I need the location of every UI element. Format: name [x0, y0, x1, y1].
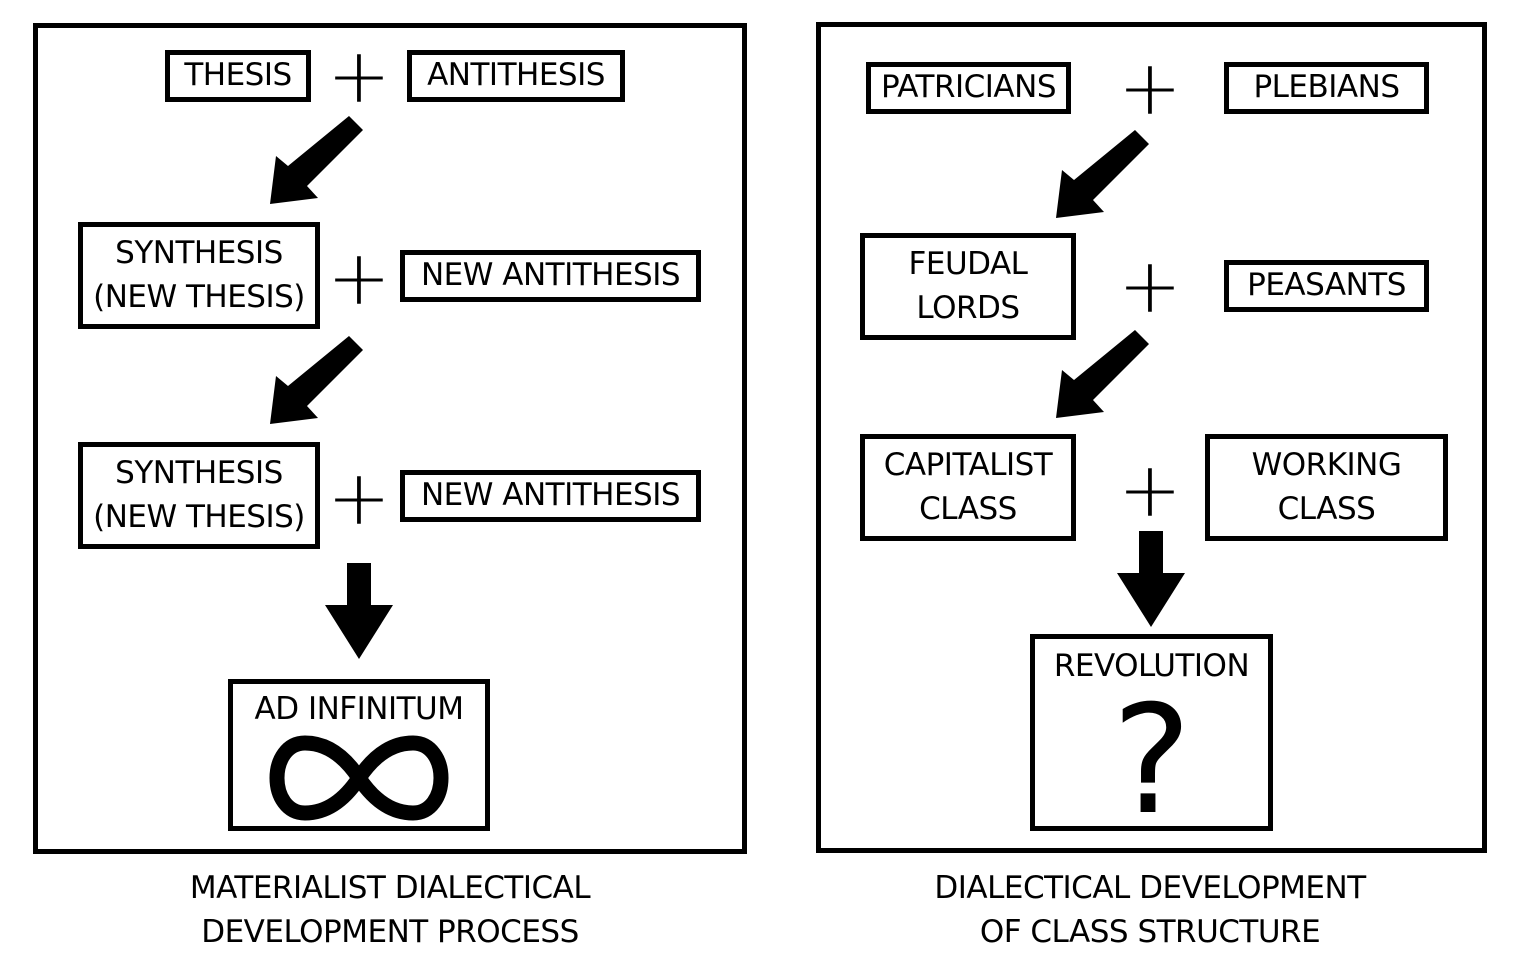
diagonal-arrow-icon: [1056, 330, 1149, 418]
diagonal-arrow-icon: [1056, 130, 1149, 218]
plus-sign: +: [327, 31, 391, 120]
new-thesis-label: (NEW THESIS): [93, 278, 305, 315]
down-arrow-icon: [325, 563, 393, 659]
patricians-label: PATRICIANS: [881, 69, 1057, 106]
right-caption: DIALECTICAL DEVELOPMENT OF CLASS STRUCTU…: [850, 866, 1450, 954]
ad-infinitum-label: AD INFINITUM: [254, 691, 464, 727]
revolution-box: REVOLUTION ?: [1030, 634, 1273, 836]
peasants-box: PEASANTS: [1224, 260, 1429, 312]
caption-line: MATERIALIST DIALECTICAL: [189, 870, 591, 906]
thesis-label: THESIS: [184, 57, 292, 94]
plus-sign: +: [327, 233, 391, 322]
diagonal-arrow-icon: [270, 336, 363, 424]
feudal-label: FEUDAL: [908, 246, 1028, 283]
thesis-box: THESIS: [165, 50, 311, 102]
diagonal-arrow-icon: [270, 116, 363, 204]
plebians-label: PLEBIANS: [1253, 69, 1400, 106]
antithesis-box: ANTITHESIS: [407, 50, 625, 102]
plus-sign: +: [327, 453, 391, 542]
ad-infinitum-box: AD INFINITUM: [228, 679, 490, 831]
lords-label: LORDS: [916, 289, 1020, 326]
working-class-box: WORKING CLASS: [1205, 434, 1448, 541]
capitalist-class-box: CAPITALIST CLASS: [860, 434, 1076, 541]
new-antithesis-label: NEW ANTITHESIS: [420, 257, 681, 294]
plus-sign: +: [1118, 445, 1182, 534]
infinity-icon: [269, 735, 449, 821]
plus-sign: +: [1118, 241, 1182, 330]
synthesis-box: SYNTHESIS (NEW THESIS): [78, 442, 320, 549]
left-caption: MATERIALIST DIALECTICAL DEVELOPMENT PROC…: [90, 866, 690, 954]
new-antithesis-label: NEW ANTITHESIS: [420, 477, 681, 514]
synthesis-label: SYNTHESIS: [115, 455, 283, 492]
caption-line: DEVELOPMENT PROCESS: [201, 914, 579, 950]
feudal-lords-box: FEUDAL LORDS: [860, 233, 1076, 340]
down-arrow-icon: [1117, 531, 1185, 627]
class-label: CLASS: [919, 490, 1017, 527]
antithesis-label: ANTITHESIS: [427, 57, 605, 94]
peasants-label: PEASANTS: [1247, 267, 1406, 304]
synthesis-box: SYNTHESIS (NEW THESIS): [78, 222, 320, 329]
capitalist-label: CAPITALIST: [883, 447, 1053, 484]
caption-line: OF CLASS STRUCTURE: [979, 914, 1321, 950]
question-mark-icon: ?: [1111, 674, 1192, 849]
patricians-box: PATRICIANS: [866, 62, 1071, 114]
new-antithesis-box: NEW ANTITHESIS: [400, 250, 701, 302]
revolution-label: REVOLUTION: [1053, 648, 1250, 684]
synthesis-label: SYNTHESIS: [115, 235, 283, 272]
new-antithesis-box: NEW ANTITHESIS: [400, 470, 701, 522]
right-panel: [816, 22, 1487, 853]
working-label: WORKING: [1251, 447, 1402, 484]
class-label: CLASS: [1277, 490, 1376, 527]
left-panel: [33, 23, 747, 854]
caption-line: DIALECTICAL DEVELOPMENT: [934, 870, 1366, 906]
plebians-box: PLEBIANS: [1224, 62, 1429, 114]
new-thesis-label: (NEW THESIS): [93, 498, 305, 535]
plus-sign: +: [1118, 43, 1182, 132]
